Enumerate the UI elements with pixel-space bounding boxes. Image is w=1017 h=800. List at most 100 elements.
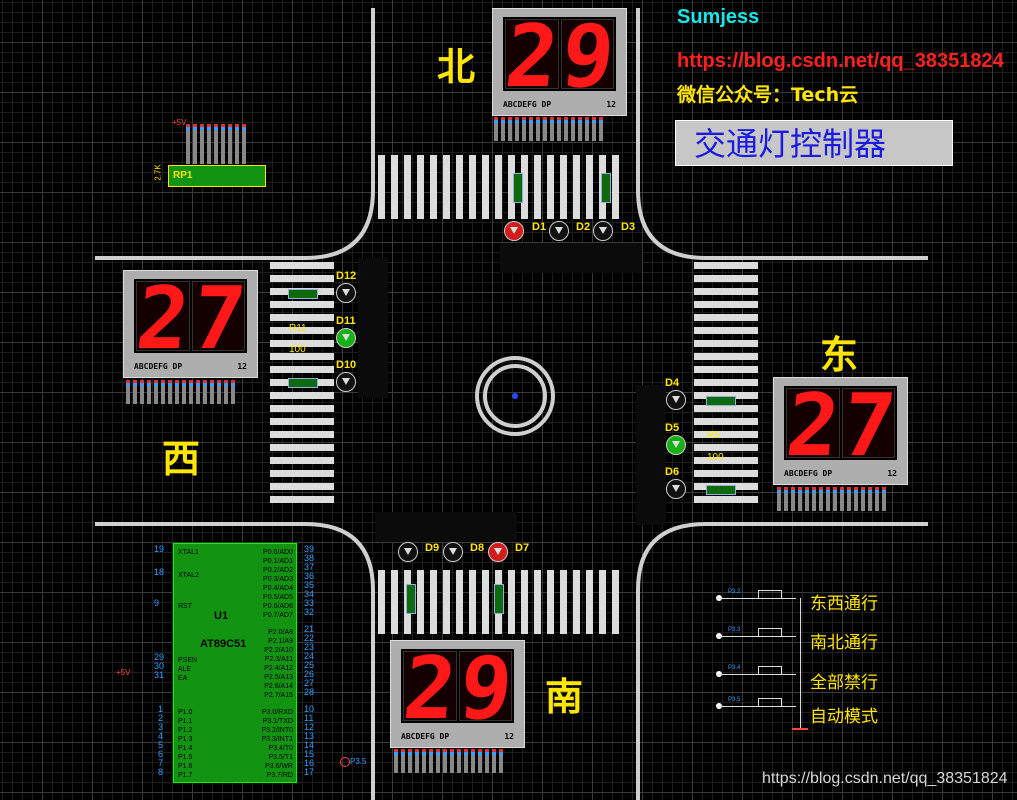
mcu-pin-p36: P3.6/WR [264, 763, 293, 770]
mcu-pin-p24: P2.4/A12 [264, 665, 293, 672]
button-east-west[interactable]: P3.2 [716, 586, 812, 616]
wire [716, 636, 796, 637]
led-d11-label: D11 [336, 315, 356, 327]
mcu-pin-num-15: 15 [304, 749, 315, 759]
mcu-at89c51[interactable]: U1 AT89C51 XTAL1 XTAL2 RST PSEN ALE EA P… [173, 543, 297, 783]
mcu-pin-num-5: 5 [158, 740, 164, 750]
led-d7[interactable] [488, 542, 508, 562]
mcu-pin-p04: P0.4/AD4 [263, 585, 293, 592]
mcu-pin-num-24: 24 [304, 651, 315, 661]
mcu-pin-num-10: 10 [304, 704, 315, 714]
watermark-url: https://blog.csdn.net/qq_38351824 [762, 770, 1008, 787]
mcu-left-pin-list-p1: P1.0 P1.1 P1.2 P1.3 P1.4 P1.5 P1.6 P1.7 [178, 708, 192, 780]
mcu-pin-num-39: 39 [304, 544, 315, 554]
led-d6[interactable] [666, 479, 686, 499]
mcu-pin-num-7: 7 [158, 758, 164, 768]
mcu-pin-p20: P2.0/A8 [268, 629, 293, 636]
mcu-pin-p21: P2.1/A9 [268, 638, 293, 645]
mcu-pin-num-38: 38 [304, 553, 315, 563]
east-signal-bar [636, 385, 666, 525]
north-label: 北 [437, 45, 476, 89]
mcu-pin-p00: P0.0/AD0 [263, 549, 293, 556]
mcu-pin-p31: P3.1/TXD [262, 718, 293, 725]
north-display-pin-label: ABCDEFG DP [503, 100, 552, 109]
north-display-pins [494, 117, 603, 141]
mcu-pin-p15: P1.5 [178, 754, 193, 761]
led-d3[interactable] [593, 221, 613, 241]
west-crosswalk [270, 262, 334, 503]
button-all-stop[interactable]: P3.4 [716, 662, 812, 692]
east-resistor-2[interactable] [706, 485, 736, 495]
mcu-pin-p30: P3.0/RXD [261, 709, 293, 716]
led-d4[interactable] [666, 390, 686, 410]
west-tens-digit: 2 [136, 281, 190, 351]
mcu-pin-num-28: 28 [304, 687, 315, 697]
mcu-left-pin-list-top: XTAL1 XTAL2 RST [178, 548, 199, 611]
led-d12[interactable] [336, 283, 356, 303]
mcu-pin-p14: P1.4 [178, 745, 193, 752]
south-resistor-1[interactable] [406, 584, 416, 614]
north-crosswalk [378, 155, 619, 219]
south-display-num: 12 [504, 732, 514, 741]
mcu-pin-num-9: 9 [154, 598, 160, 608]
mcu-pin-num-31: 31 [154, 670, 165, 680]
led-d10-label: D10 [336, 359, 357, 371]
west-resistor-1[interactable] [288, 289, 318, 299]
switch-icon [758, 590, 782, 599]
mcu-pin-num-16: 16 [304, 758, 315, 768]
led-d1[interactable] [504, 221, 524, 241]
resistor-pack-rp1[interactable]: RP1 [168, 165, 266, 187]
north-resistor-1[interactable] [513, 173, 523, 203]
led-d5[interactable] [666, 435, 686, 455]
mcu-part-label: AT89C51 [200, 638, 247, 650]
west-resistor-value: 100 [289, 344, 306, 355]
east-display-pins [777, 487, 886, 511]
mcu-pin-rst: RST [178, 603, 192, 610]
mcu-pin-num-6: 6 [158, 749, 164, 759]
wire [716, 706, 796, 707]
led-d10[interactable] [336, 372, 356, 392]
east-tens-digit: 2 [786, 388, 840, 458]
switch-icon [758, 666, 782, 675]
mcu-pin-psen: PSEN [178, 657, 198, 664]
mcu-right-pin-list-p3: P3.0/RXD P3.1/TXD P3.2/INT0 P3.3/INT1 P3… [261, 708, 293, 780]
east-resistor-1[interactable] [706, 396, 736, 406]
led-d5-label: D5 [665, 422, 680, 434]
led-d11[interactable] [336, 328, 356, 348]
west-display-num: 12 [237, 362, 247, 371]
led-d3-label: D3 [621, 221, 636, 233]
east-crosswalk [694, 262, 758, 503]
west-resistor-2[interactable] [288, 378, 318, 388]
blog-url[interactable]: https://blog.csdn.net/qq_38351824 [677, 50, 1004, 72]
west-signal-bar [358, 258, 388, 398]
led-d8-lamp[interactable] [443, 542, 463, 562]
mcu-pin-p13: P1.3 [178, 736, 193, 743]
led-d2[interactable] [549, 221, 569, 241]
north-resistor-2[interactable] [601, 173, 611, 203]
mcu-pin-p02: P0.2/AD2 [263, 567, 293, 574]
mcu-pin-p32: P3.2/INT0 [261, 727, 293, 734]
button-north-south[interactable]: P3.3 [716, 624, 812, 654]
mcu-pin-num-2: 2 [158, 713, 164, 723]
south-resistor-2[interactable] [494, 584, 504, 614]
mcu-pin-num-12: 12 [304, 722, 315, 732]
mcu-pin-p22: P2.2/A10 [264, 647, 293, 654]
north-display-num: 12 [606, 100, 616, 109]
button-pin-tag: P3.5 [728, 697, 741, 703]
mcu-left-pin-numbers-p1: 1 2 3 4 5 6 7 8 [158, 705, 163, 777]
mcu-pin-p37: P3.7/RD [266, 772, 293, 779]
mcu-pin-num-18: 18 [154, 567, 165, 577]
led-d4-label: D4 [665, 377, 680, 389]
mcu-pin-num-21: 21 [304, 624, 315, 634]
mcu-pin-p11: P1.1 [178, 718, 193, 725]
east-label: 东 [820, 333, 859, 377]
button-common-wire [800, 598, 801, 728]
button-auto-mode[interactable]: P3.5 [716, 694, 812, 724]
led-d1-label: D1 [532, 221, 547, 233]
led-d9[interactable] [398, 542, 418, 562]
mcu-pin-p07: P0.7/AD7 [263, 612, 293, 619]
